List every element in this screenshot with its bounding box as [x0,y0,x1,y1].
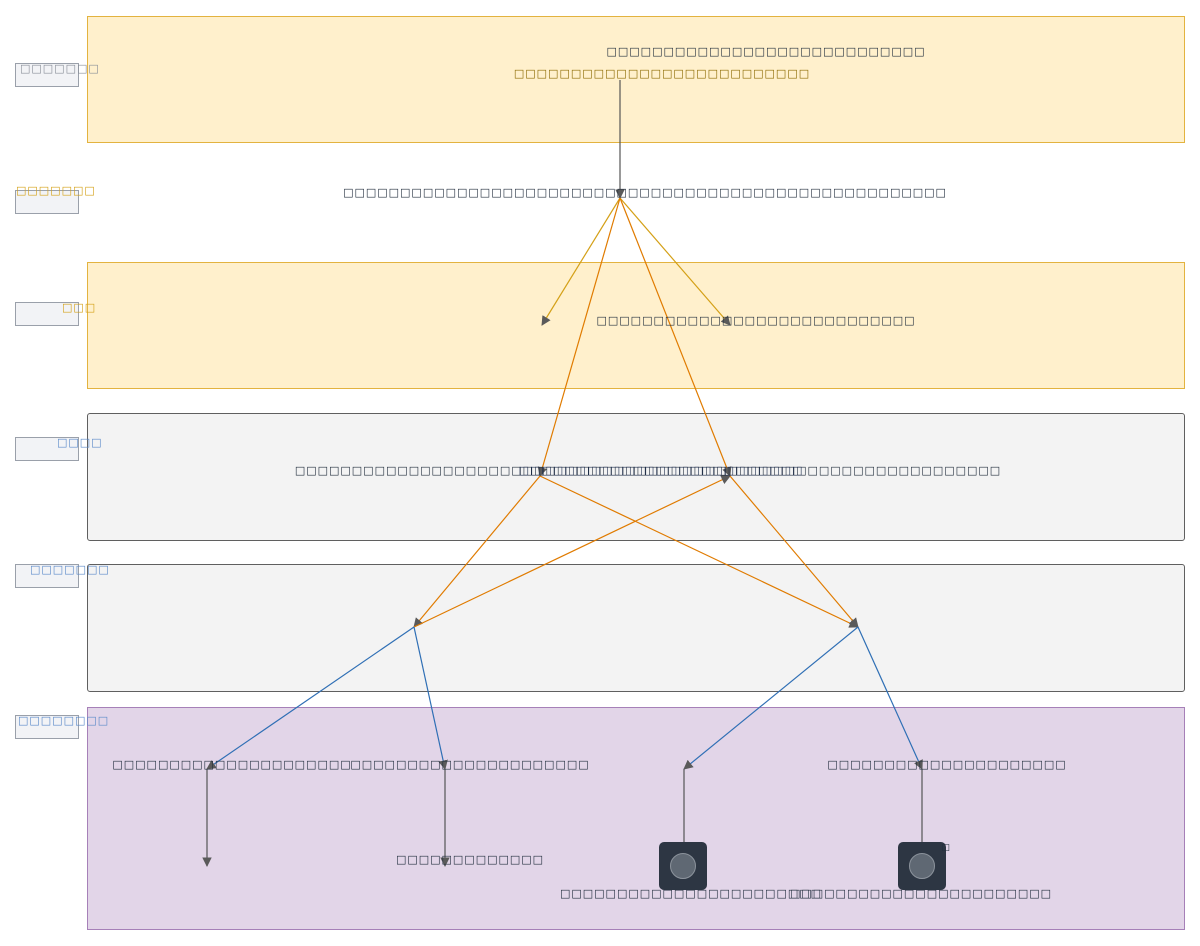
top-title: □□□□□□□□□□□□□□□□□□□□□□□□□□□□ [606,45,926,58]
row-label-box-6 [15,715,79,739]
top-subtitle: □□□□□□□□□□□□□□□□□□□□□□□□□□ [513,67,811,80]
service-node-icon[interactable] [898,842,946,890]
edge-lr-leaf3 [683,626,859,770]
top-band [87,16,1185,143]
edge-cl-lr [539,475,859,628]
center-row-overlay-label: □□□□□□□□□□□□□□□□□□□□□□□□□ [518,464,804,477]
row-label-1: □□□□□□□ [20,62,100,75]
icon2-mark: □ [941,843,951,853]
mid-right-label: □□□□□□□□□□□□□□□□□□□□□□□□□□□□ [596,314,916,327]
row-label-3: □□□ [62,301,97,314]
edge-lr-leaf4 [857,626,923,770]
edge-ll-leaf1 [206,626,415,770]
edge-ll-cr [413,475,731,628]
row-label-6: □□□□□□□□ [18,714,110,727]
node-circle-icon [670,853,696,879]
center-band [87,413,1185,541]
edge-cl-ll [413,475,541,628]
edge-hub-left [541,197,621,326]
edge-hub-right [619,197,731,326]
edge-hub-center-left [537,197,621,477]
leaf1-label: □□□□□□□□□□□□□□□□□□□□□ [112,758,352,771]
bottom-mid-label: □□□□□□□□□□□□□ [395,853,545,866]
row-label-box-2 [15,190,79,214]
upper-middle-band [87,262,1185,389]
row-label-box-1 [15,63,79,87]
row-label-box-4 [15,437,79,461]
edge-ll-leaf2 [413,626,448,770]
row-label-box-5 [15,564,79,588]
node-circle-icon [909,853,935,879]
row-label-2: □□□□□□□ [16,184,96,197]
edge-hub-center-right [619,197,732,477]
row-label-4: □□□□ [57,436,103,449]
center-row-label: □□□□□□□□□□□□□□□□□□□□□□□□□□□□□□□□□□□□□□□□… [294,464,1002,477]
lower-middle-band [87,564,1185,692]
leaf4-label: □□□□□□□□□□□□□□□□□□□□□ [827,758,1067,771]
service-node-icon[interactable] [659,842,707,890]
icon2-label: □□□□□□□□□□□□□□□□□□□□□□□ [789,887,1053,900]
bottom-band [87,707,1185,930]
row-label-5: □□□□□□□ [30,563,110,576]
row-label-box-3 [15,302,79,326]
hub-label: □□□□□□□□□□□□□□□□□□□□□□□□□□□□□□□□□□□□□□□□… [343,186,947,199]
icon1-label: □□□□□□□□□□□□□□□□□□□□□□□ [559,887,823,900]
edge-cr-lr [729,475,859,628]
leaf2-label: □□□□□□□□□□□□□□□□□□□□□ [350,758,590,771]
